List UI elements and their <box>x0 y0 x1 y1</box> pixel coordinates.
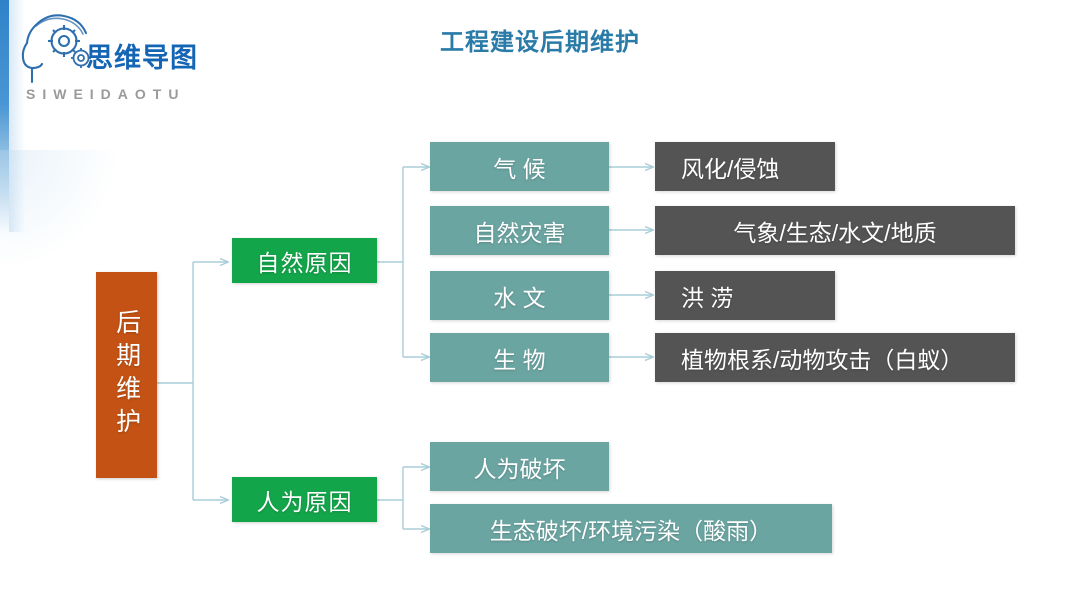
brand-name-pinyin: SIWEIDAOTU <box>26 86 186 102</box>
topic-node-natural-disaster[interactable]: 自然灾害 <box>430 206 609 255</box>
left-accent-bar <box>0 0 9 232</box>
head-gear-icon <box>21 14 91 84</box>
left-accent-glow <box>9 0 25 232</box>
detail-node-plant-roots-animal-attack[interactable]: 植物根系/动物攻击（白蚁） <box>655 333 1015 382</box>
topic-node-climate[interactable]: 气 候 <box>430 142 609 191</box>
corner-sheen-decoration <box>0 150 120 270</box>
detail-node-meteorology-ecology-hydrology-geology[interactable]: 气象/生态/水文/地质 <box>655 206 1015 255</box>
brand-logo: 思维导图 SIWEIDAOTU <box>12 8 222 108</box>
topic-node-biology[interactable]: 生 物 <box>430 333 609 382</box>
brand-name-cn: 思维导图 <box>86 43 198 73</box>
root-node[interactable]: 后期维护 <box>96 272 157 478</box>
page-title: 工程建设后期维护 <box>440 29 640 56</box>
branch-node-natural[interactable]: 自然原因 <box>232 238 377 283</box>
branch-node-human[interactable]: 人为原因 <box>232 477 377 522</box>
topic-node-human-damage[interactable]: 人为破坏 <box>430 442 609 491</box>
detail-node-weathering-erosion[interactable]: 风化/侵蚀 <box>655 142 835 191</box>
topic-node-hydrology[interactable]: 水 文 <box>430 271 609 320</box>
detail-node-flood[interactable]: 洪 涝 <box>655 271 835 320</box>
topic-node-eco-damage-pollution[interactable]: 生态破坏/环境污染（酸雨） <box>430 504 832 553</box>
